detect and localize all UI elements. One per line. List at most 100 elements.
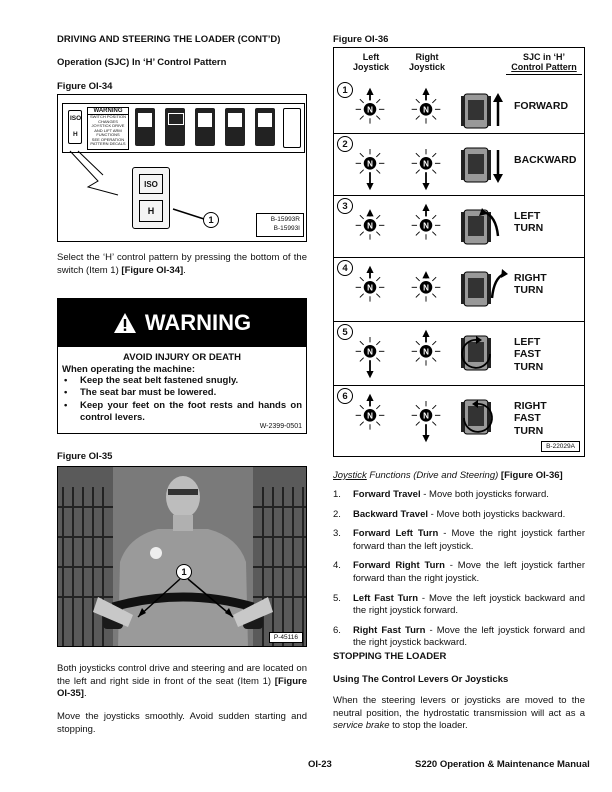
row-label: FORWARD — [514, 100, 569, 112]
left-joystick: N — [350, 202, 390, 259]
section-title: DRIVING AND STEERING THE LOADER (CONT’D) — [57, 34, 281, 45]
loader-view — [456, 90, 512, 139]
switch-1-icon — [135, 108, 155, 146]
joystick-icon: N — [355, 265, 385, 302]
item-callout-1: 1 — [203, 212, 219, 228]
joystick-icon: N — [411, 148, 441, 191]
joystick-icon: N — [411, 329, 441, 366]
warning-decal-title: WARNING — [88, 108, 128, 115]
loader-topview-icon — [461, 208, 500, 245]
joystick-functions-heading: Joystick Functions (Drive and Steering) … — [333, 470, 563, 481]
right-joystick: N — [406, 202, 446, 259]
warning-item: The seat bar must be lowered. — [62, 387, 302, 400]
step-item: 5.Left Fast Turn - Move the left joystic… — [333, 592, 585, 617]
svg-text:N: N — [367, 347, 373, 356]
loader-view — [456, 206, 512, 255]
svg-text:N: N — [423, 411, 429, 420]
switch-5-icon — [255, 108, 275, 146]
stopping-paragraph: When the steering levers or joysticks ar… — [333, 695, 585, 732]
header-right-joystick: Right Joystick — [408, 52, 446, 72]
row-number: 2 — [337, 136, 353, 152]
left-joystick: N — [350, 140, 390, 197]
svg-text:N: N — [423, 221, 429, 230]
warning-triangle-icon — [113, 313, 136, 333]
step-item: 2.Backward Travel - Move both joysticks … — [333, 508, 566, 520]
step-item: 4.Forward Right Turn - Move the left joy… — [333, 560, 585, 584]
page-number: OI-23 — [308, 759, 332, 770]
right-joystick: N — [406, 86, 446, 143]
switch-3-icon — [195, 108, 215, 146]
header-rule — [506, 74, 582, 75]
iso-label: ISO — [139, 174, 163, 194]
row-number: 4 — [337, 260, 353, 276]
row-label: BACKWARD — [514, 154, 577, 166]
left-joystick: N — [350, 392, 390, 449]
switch-2-icon — [165, 108, 185, 146]
loader-topview-icon — [461, 269, 508, 307]
svg-text:N: N — [367, 105, 373, 114]
loader-view — [456, 268, 512, 317]
joystick-icon: N — [355, 336, 385, 379]
left-joystick: N — [350, 86, 390, 143]
step-item: 1.Forward Travel - Move both joysticks f… — [333, 489, 549, 500]
svg-text:N: N — [367, 159, 373, 168]
joystick-steps-list: 1.Forward Travel - Move both joysticks f… — [333, 489, 585, 657]
svg-text:N: N — [367, 221, 373, 230]
figure-oi-35-label: Figure OI-35 — [57, 451, 113, 462]
joystick-icon: N — [411, 400, 441, 443]
switch-4-icon — [225, 108, 245, 146]
joystick-icon: N — [355, 393, 385, 430]
loader-view — [456, 396, 512, 445]
select-paragraph: Select the ‘H’ control pattern by pressi… — [57, 252, 307, 276]
row-number: 5 — [337, 324, 353, 340]
item-callout-1: 1 — [176, 564, 192, 580]
row-divider — [334, 257, 584, 258]
warning-list: Keep the seat belt fastened snugly. The … — [58, 375, 306, 425]
svg-text:N: N — [423, 105, 429, 114]
warning-item: Keep the seat belt fastened snugly. — [62, 375, 302, 388]
loader-view — [456, 332, 512, 381]
joystick-icon: N — [411, 203, 441, 240]
joystick-icon: N — [411, 87, 441, 124]
iso-h-switch-enlarged: ISO H — [132, 167, 170, 229]
loader-view — [456, 144, 512, 193]
subsection-title: Operation (SJC) In ‘H’ Control Pattern — [57, 57, 227, 68]
joystick-icon: N — [355, 87, 385, 124]
svg-text:N: N — [423, 347, 429, 356]
figure-oi-34-label: Figure OI-34 — [57, 81, 113, 92]
loader-topview-icon — [461, 147, 503, 183]
svg-text:N: N — [423, 283, 429, 292]
left-joystick: N — [350, 328, 390, 385]
avoid-injury: AVOID INJURY OR DEATH — [123, 352, 241, 363]
left-joystick: N — [350, 264, 390, 321]
when-operating: When operating the machine: — [62, 364, 196, 375]
svg-text:N: N — [367, 283, 373, 292]
warning-code: W-2399-0501 — [259, 423, 302, 430]
header-sjc: SJC in ‘H’ Control Pattern — [511, 52, 577, 72]
operator-photo — [58, 467, 306, 646]
row-divider — [334, 385, 584, 386]
loader-topview-icon — [461, 93, 503, 129]
row-divider — [334, 321, 584, 322]
figure-code: B-22029A — [541, 441, 580, 452]
figure-oi-36-label: Figure OI-36 — [333, 34, 389, 45]
row-number: 6 — [337, 388, 353, 404]
blank-switch-icon — [283, 108, 301, 148]
move-smoothly-paragraph: Move the joysticks smoothly. Avoid sudde… — [57, 711, 307, 735]
row-divider — [334, 133, 584, 134]
using-levers-title: Using The Control Levers Or Joysticks — [333, 674, 509, 685]
joystick-icon: N — [355, 209, 385, 240]
